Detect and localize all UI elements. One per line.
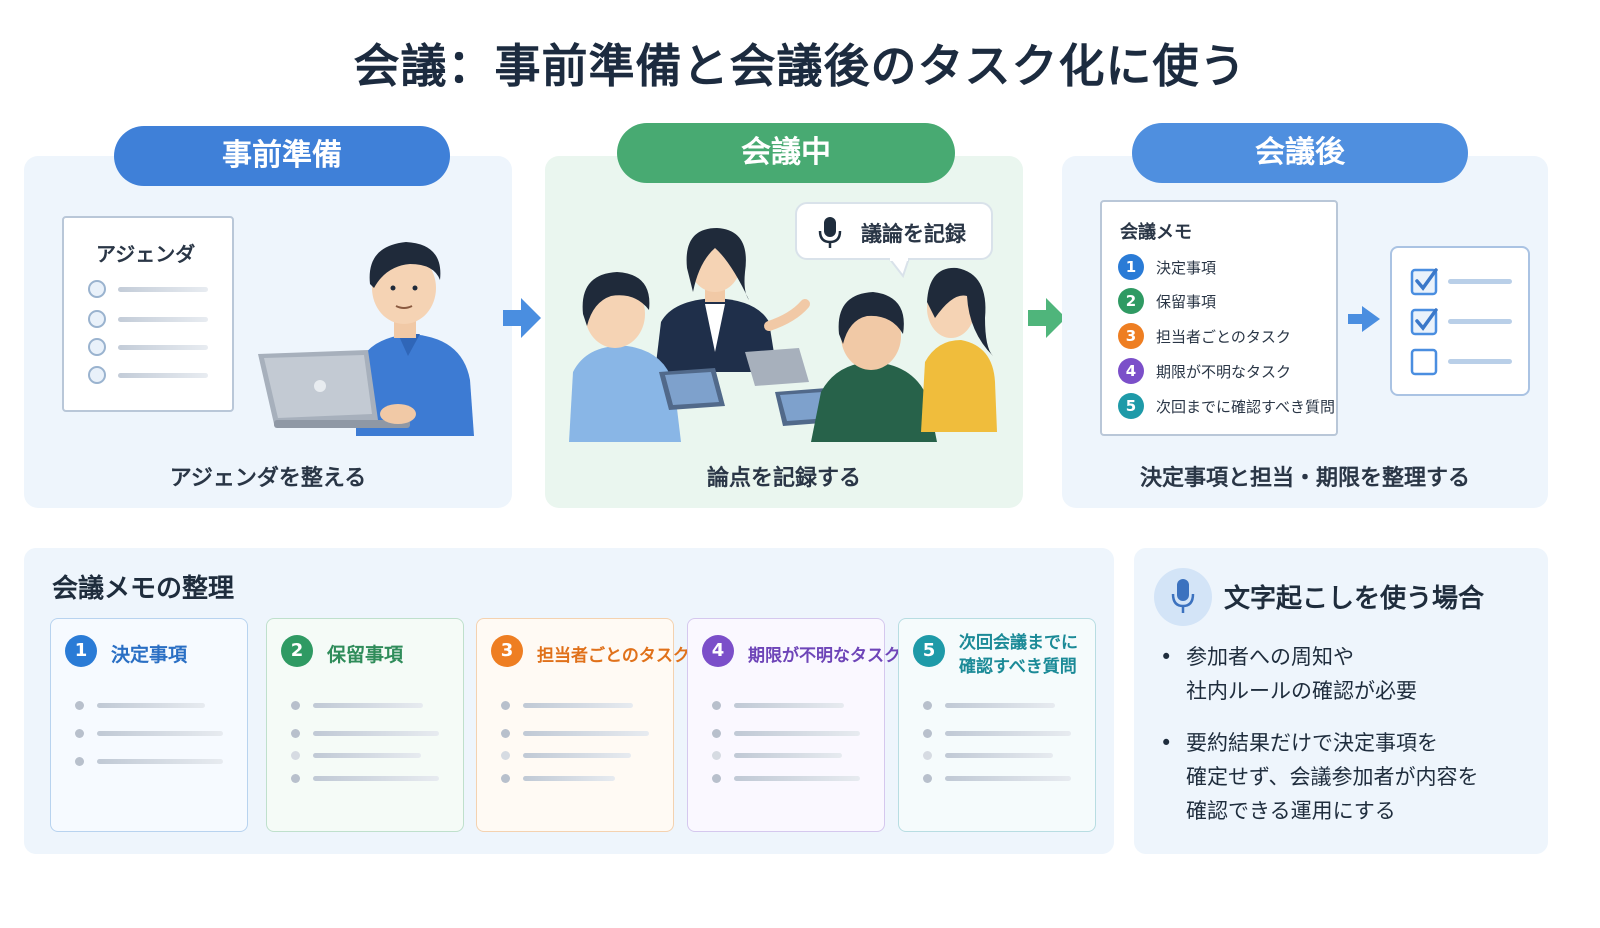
memo-card-title: 会議メモ [1120, 222, 1192, 243]
number-badge: 5 [913, 635, 945, 667]
phase-after-caption: 決定事項と担当・期限を整理する [1139, 466, 1470, 491]
list-item: 5 次回までに確認すべき質問 [1118, 393, 1335, 419]
memo-column-tasks-by-owner: 3 担当者ごとのタスク [476, 618, 690, 832]
number-badge: 4 [702, 635, 734, 667]
agenda-row [88, 280, 218, 300]
phase-preparation-caption: アジェンダを整える [169, 466, 367, 491]
agenda-card: アジェンダ [62, 216, 234, 412]
phase-meeting: 議論を記録 論点を記録する [545, 156, 1023, 508]
memo-card: 会議メモ 1 決定事項 2 保留事項 3 担当者ごとのタスク 4 期限が不明なタスク 5… [1100, 200, 1338, 436]
number-badge: 1 [65, 635, 97, 667]
column-title: 担当者ごとのタスク [537, 646, 690, 666]
arrow-right-icon [1348, 306, 1380, 332]
list-item-label: 担当者ごとのタスク [1156, 328, 1291, 346]
list-item: • 参加者への周知や 社内ルールの確認が必要 [1160, 640, 1530, 710]
phase-meeting-caption: 論点を記録する [706, 466, 861, 491]
number-badge: 3 [491, 635, 523, 667]
radio-icon [88, 310, 106, 328]
microphone-icon-circle [1154, 568, 1212, 626]
memo-column-pending: 2 保留事項 [266, 618, 464, 832]
memo-organize-title: 会議メモの整理 [52, 574, 235, 604]
radio-icon [88, 366, 106, 384]
speech-bubble-text: 議論を記録 [861, 222, 966, 246]
list-item: 3 担当者ごとのタスク [1118, 323, 1334, 349]
person-laptop-illustration [258, 242, 474, 436]
column-title: 次回会議までに確認すべき質問 [959, 633, 1078, 677]
phase-after-label: 会議後 [1132, 123, 1468, 183]
transcription-panel: 文字起こしを使う場合 • 参加者への周知や 社内ルールの確認が必要 • 要約結果… [1134, 548, 1548, 854]
phase-meeting-label: 会議中 [617, 123, 955, 183]
number-badge: 1 [1118, 254, 1144, 280]
phase-after: 会議メモ 1 決定事項 2 保留事項 3 担当者ごとのタスク 4 期限が不明なタスク 5… [1062, 156, 1548, 508]
agenda-row [88, 310, 218, 330]
memo-column-decisions: 1 決定事項 [50, 618, 248, 832]
checklist-icon [1410, 268, 1512, 376]
agenda-row [88, 366, 218, 386]
page-title: 会議：事前準備と会議後のタスク化に使う [353, 39, 1247, 93]
column-title: 期限が不明なタスク [748, 646, 901, 666]
list-item: 2 保留事項 [1118, 288, 1334, 314]
list-item-label: 次回までに確認すべき質問 [1156, 398, 1335, 416]
arrow-right-icon [1028, 298, 1066, 338]
list-item: 4 期限が不明なタスク [1118, 358, 1334, 384]
list-item-label: 期限が不明なタスク [1156, 363, 1292, 381]
agenda-card-title: アジェンダ [96, 242, 196, 266]
speech-bubble: 議論を記録 [795, 202, 993, 278]
bullet-text: 要約結果だけで決定事項を 確定せず、会議参加者が内容を 確認できる運用にする [1186, 731, 1479, 823]
radio-icon [88, 280, 106, 298]
phase-preparation-label: 事前準備 [114, 126, 450, 186]
meeting-illustration [569, 228, 997, 442]
list-item-label: 保留事項 [1156, 293, 1217, 311]
arrow-right-icon [503, 298, 541, 338]
list-item: 1 決定事項 [1118, 254, 1334, 280]
number-badge: 3 [1118, 323, 1144, 349]
memo-organize-panel: 会議メモの整理 1 決定事項 2 保留事項 3 担当者ごとのタスク 4 期限が不明なタス… [24, 548, 1114, 854]
microphone-icon [1171, 579, 1195, 613]
checklist-card [1390, 246, 1530, 396]
column-title: 決定事項 [111, 644, 188, 666]
memo-column-questions: 5 次回会議までに確認すべき質問 [898, 618, 1096, 832]
radio-icon [88, 338, 106, 356]
agenda-row [88, 338, 218, 358]
number-badge: 2 [281, 635, 313, 667]
phase-preparation: アジェンダ アジェンダを整える [24, 156, 512, 508]
bullet-text: 参加者への周知や 社内ルールの確認が必要 [1186, 645, 1417, 703]
column-title: 保留事項 [327, 644, 404, 666]
number-badge: 5 [1118, 393, 1144, 419]
memo-column-unknown-deadline: 4 期限が不明なタスク [687, 618, 901, 832]
list-item: • 要約結果だけで決定事項を 確定せず、会議参加者が内容を 確認できる運用にする [1160, 726, 1530, 830]
list-item-label: 決定事項 [1156, 259, 1217, 277]
transcription-title: 文字起こしを使う場合 [1224, 584, 1485, 614]
microphone-icon [818, 217, 842, 248]
number-badge: 4 [1118, 358, 1144, 384]
number-badge: 2 [1118, 288, 1144, 314]
